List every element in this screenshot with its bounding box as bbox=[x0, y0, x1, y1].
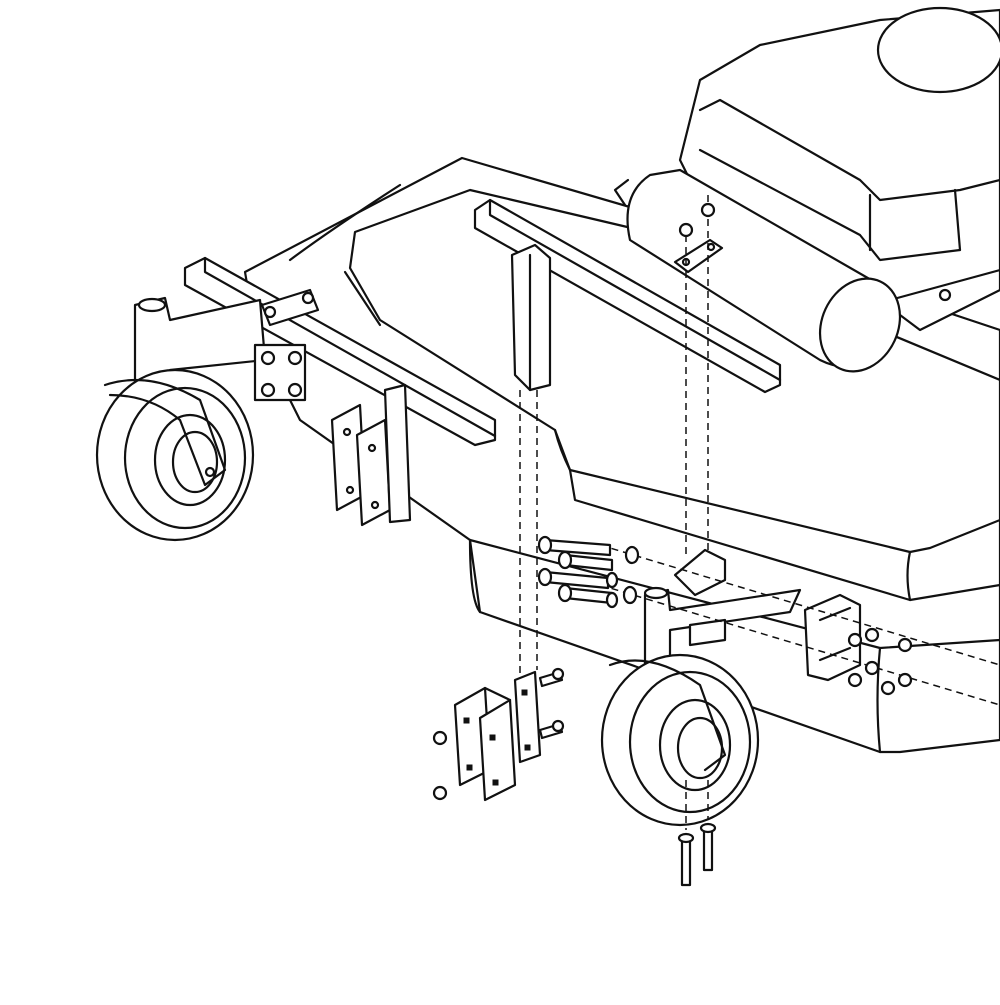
bolt bbox=[677, 832, 695, 887]
bolt bbox=[538, 667, 565, 688]
muffler bbox=[613, 168, 902, 373]
mounting-bracket-exploded bbox=[453, 670, 542, 802]
bolt bbox=[538, 719, 565, 740]
bolts bbox=[537, 535, 717, 887]
mounting-bracket-left bbox=[330, 383, 412, 527]
engine bbox=[678, 6, 1000, 332]
bolt bbox=[557, 550, 614, 572]
bolt bbox=[699, 822, 717, 872]
bolt bbox=[537, 535, 612, 557]
bolt bbox=[537, 567, 610, 590]
alignment-lines bbox=[519, 195, 1000, 830]
nuts-and-washers bbox=[432, 202, 913, 801]
caster-wheel-left bbox=[95, 288, 320, 542]
square-tube-center bbox=[473, 198, 782, 394]
